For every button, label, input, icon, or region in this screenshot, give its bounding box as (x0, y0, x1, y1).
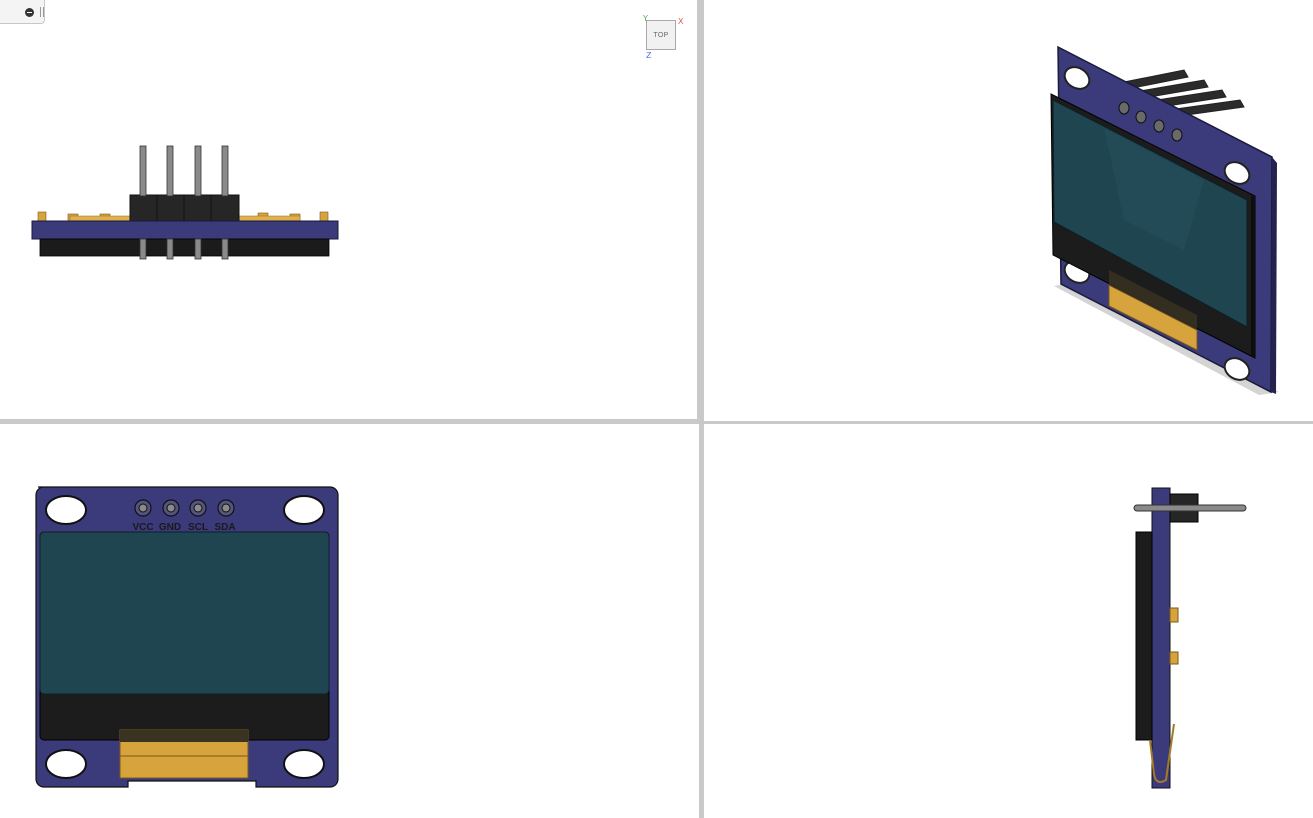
viewport-toolbar[interactable] (0, 0, 45, 24)
viewport-isometric[interactable] (704, 0, 1313, 421)
viewcube[interactable]: Y X Z TOP (641, 14, 685, 60)
isometric-view-model (1050, 45, 1279, 395)
viewport-right[interactable] (704, 424, 1313, 818)
axis-z-label: Z (646, 51, 652, 60)
minus-icon[interactable] (25, 8, 34, 17)
viewport-front[interactable]: VCC GND SCL SDA (0, 424, 699, 818)
viewport-top[interactable]: Y X Z TOP (0, 0, 697, 419)
top-view-model (31, 145, 339, 260)
grip-icon[interactable] (40, 7, 44, 17)
pin-label-gnd: GND (159, 522, 181, 533)
right-view-model (1133, 487, 1247, 789)
pin-label-sda: SDA (214, 522, 235, 533)
front-view-model: VCC GND SCL SDA (35, 486, 339, 788)
pin-label-vcc: VCC (132, 522, 153, 533)
axis-x-label: X (678, 17, 684, 26)
viewcube-top-face[interactable]: TOP (646, 20, 676, 50)
pin-label-scl: SCL (188, 522, 208, 533)
axis-y-label: Y (643, 14, 648, 23)
